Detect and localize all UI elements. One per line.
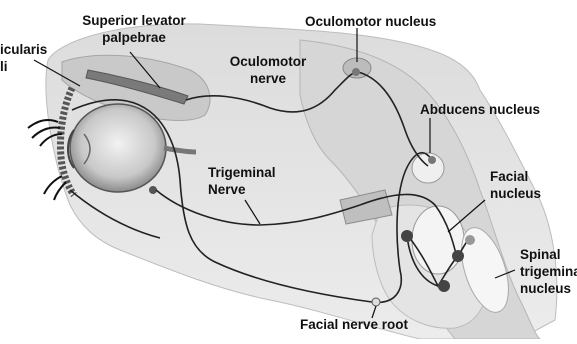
- spinal-trigeminal-nucleus-label: Spinal trigeminal nucleus: [520, 246, 577, 297]
- oculomotor-nerve-line1: Oculomotor: [222, 53, 314, 70]
- spinal-line2: trigeminal: [520, 263, 577, 280]
- slp-line2: palpebrae: [66, 29, 202, 46]
- orbicularis-line1: Orbicularis: [0, 41, 47, 58]
- orbicularis-oculi-label: Orbicularis oculi: [0, 41, 47, 75]
- trigeminal-line1: Trigeminal: [208, 164, 276, 181]
- oculomotor-nerve-label: Oculomotor nerve: [222, 53, 314, 87]
- abducens-nucleus-label: Abducens nucleus: [420, 101, 540, 118]
- spinal-trigeminal-neuron-dot: [465, 235, 475, 245]
- facial-nerve-root-label: Facial nerve root: [300, 316, 408, 333]
- trigeminal-line2: Nerve: [208, 181, 276, 198]
- facial-neuron-dot-2: [452, 250, 464, 262]
- facial-root-dot: [372, 298, 380, 306]
- facial-nucleus-shape: [412, 206, 464, 274]
- facial-neuron-dot-3: [438, 280, 450, 292]
- facial-nucleus-label: Facial nucleus: [490, 168, 541, 202]
- spinal-line3: nucleus: [520, 280, 577, 297]
- oculomotor-neuron-dot: [352, 68, 360, 76]
- eye-globe: [70, 104, 166, 192]
- slp-line1: Superior levator: [66, 12, 202, 29]
- superior-levator-palpebrae-label: Superior levator palpebrae: [66, 12, 202, 46]
- spinal-line1: Spinal: [520, 246, 577, 263]
- facial-neuron-dot-1: [401, 230, 413, 242]
- facial-line1: Facial: [490, 168, 541, 185]
- orbicularis-line2: oculi: [0, 58, 47, 75]
- abducens-neuron-dot: [428, 156, 436, 164]
- oculomotor-nerve-line2: nerve: [222, 70, 314, 87]
- oculomotor-nucleus-label: Oculomotor nucleus: [305, 13, 436, 30]
- facial-line2: nucleus: [490, 185, 541, 202]
- abducens-nucleus-shape: [412, 153, 444, 183]
- trigeminal-nerve-label: Trigeminal Nerve: [208, 164, 276, 198]
- trigeminal-receptor-dot: [149, 186, 157, 194]
